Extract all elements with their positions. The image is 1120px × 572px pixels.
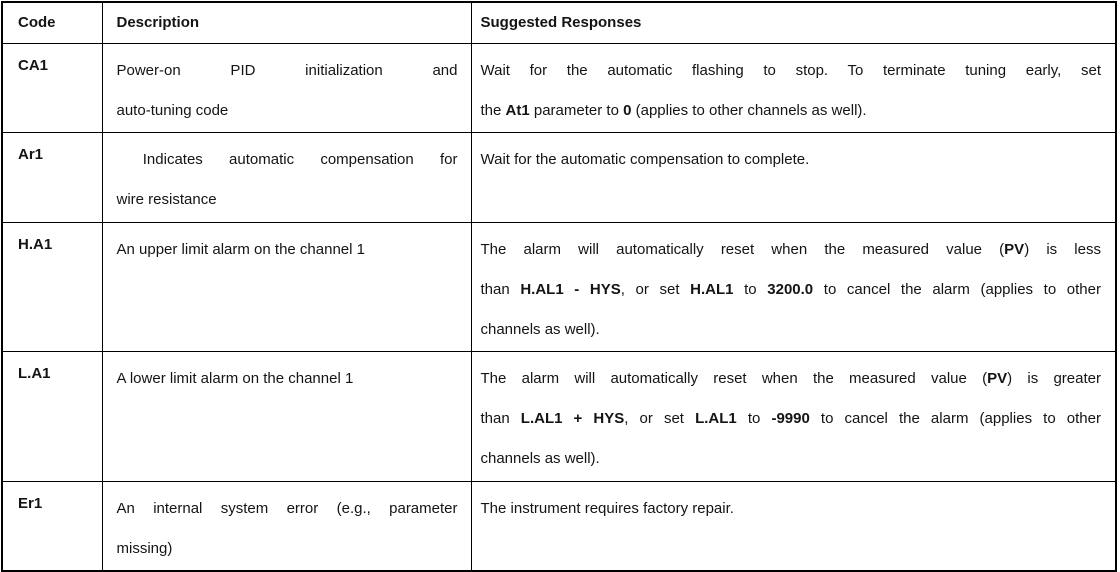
code-cell: Ar1 [1,131,103,223]
text-line: than L.AL1 + HYS, or set L.AL1 to -9990 … [480,409,1101,427]
text-line: Wait for the automatic flashing to stop.… [480,61,1102,79]
text-line: The alarm will automatically reset when … [480,369,1101,387]
header-description: Description [101,1,472,44]
responses-cell: The instrument requires factory repair. [470,480,1117,571]
text-line: An upper limit alarm on the channel 1 [116,240,365,258]
code-cell: CA1 [1,42,103,133]
table-row: CA1 Power-on PID initialization and auto-… [1,42,1117,133]
code-cell: Er1 [1,480,103,571]
responses-cell: Wait for the automatic flashing to stop.… [470,42,1117,133]
text-line: Indicates automatic compensation for [116,150,458,168]
table-body: CA1 Power-on PID initialization and auto-… [1,42,1117,571]
text-line: wire resistance [116,190,217,208]
text-line: The alarm will automatically reset when … [480,240,1102,258]
header-suggested-responses: Suggested Responses [470,1,1117,44]
header-row: Code Description Suggested Responses [1,1,1117,44]
code-cell: L.A1 [1,350,103,482]
text-line: than H.AL1 - HYS, or set H.AL1 to 3200.0… [480,280,1101,298]
text-line: channels as well). [480,449,600,467]
table-row: Er1 An internal system error (e.g., para… [1,480,1117,571]
text-line: Power-on PID initialization and [116,61,458,79]
description-cell: An upper limit alarm on the channel 1 [101,221,472,352]
text-line: the At1 parameter to 0 (applies to other… [480,101,867,119]
description-cell: An internal system error (e.g., paramete… [101,480,472,571]
responses-cell: Wait for the automatic compensation to c… [470,131,1117,223]
description-cell: Indicates automatic compensation for wire… [101,131,472,223]
responses-cell: The alarm will automatically reset when … [470,221,1117,352]
header-code: Code [1,1,103,44]
description-cell: Power-on PID initialization and auto-tuni… [101,42,472,133]
text-line: missing) [116,539,173,557]
table-row: L.A1 A lower limit alarm on the channel … [1,350,1117,482]
description-cell: A lower limit alarm on the channel 1 [101,350,472,482]
responses-cell: The alarm will automatically reset when … [470,350,1117,482]
table-row: Ar1 Indicates automatic compensation for… [1,131,1117,223]
text-line: An internal system error (e.g., paramete… [116,499,458,517]
text-line: Wait for the automatic compensation to c… [480,150,810,168]
text-line: A lower limit alarm on the channel 1 [116,369,354,387]
text-line: auto-tuning code [116,101,229,119]
table-row: H.A1 An upper limit alarm on the channel… [1,221,1117,352]
text-line: channels as well). [480,320,600,338]
text-line: The instrument requires factory repair. [480,499,734,517]
code-cell: H.A1 [1,221,103,352]
